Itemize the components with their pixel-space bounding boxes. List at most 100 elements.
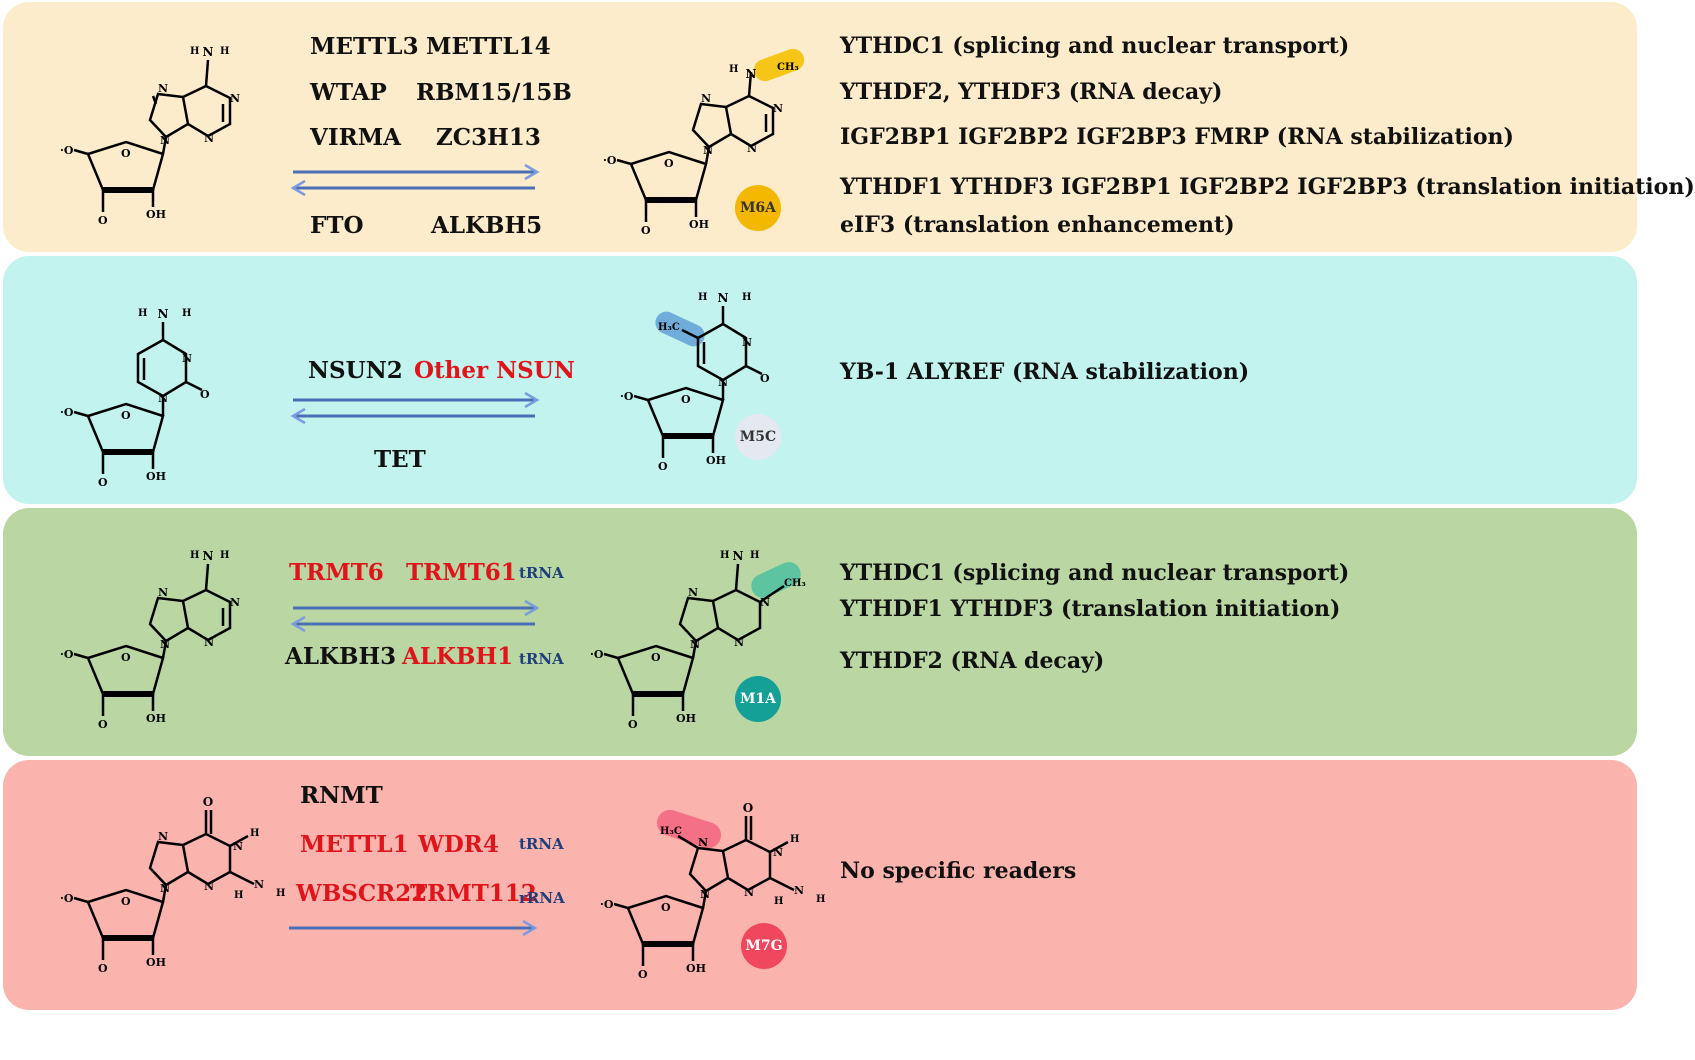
svg-text:O: O — [760, 372, 770, 385]
svg-text:N: N — [254, 878, 264, 891]
reader-text: YB-1 ALYREF (RNA stabilization) — [840, 359, 1250, 385]
eraser-label: ALKBH3 — [285, 643, 397, 670]
svg-text:N: N — [688, 586, 698, 599]
svg-text:·O: ·O — [620, 390, 634, 403]
rna-type-label: tRNA — [519, 835, 564, 853]
svg-text:N: N — [773, 846, 783, 859]
svg-text:O: O — [664, 157, 674, 170]
svg-text:·O: ·O — [60, 406, 74, 419]
writer-label: METTL1 — [300, 831, 409, 858]
writer-label: VIRMA — [310, 124, 402, 151]
m1a-structure: N H H N CH₃ N N N O ·O O OH — [590, 549, 806, 731]
panel-m5c: N H H N N O O ·O O OH NSUN2 Other NSUN T… — [3, 256, 1637, 504]
svg-text:H: H — [220, 46, 229, 57]
eraser-label: TET — [374, 446, 426, 473]
m5c-structure: N H H H₃C N N O O ·O O OH — [620, 291, 770, 473]
svg-text:OH: OH — [146, 956, 166, 969]
svg-text:OH: OH — [706, 454, 726, 467]
svg-text:H: H — [250, 828, 259, 839]
svg-text:O: O — [641, 224, 651, 237]
svg-text:N: N — [733, 549, 744, 563]
svg-text:N: N — [746, 67, 757, 81]
svg-text:O: O — [98, 962, 108, 975]
svg-text:H: H — [742, 292, 751, 303]
svg-text:H: H — [182, 308, 191, 319]
svg-text:OH: OH — [146, 712, 166, 725]
writer-label: WDR4 — [418, 831, 499, 858]
rna-type-label: tRNA — [519, 650, 564, 668]
svg-text:O: O — [658, 460, 668, 473]
svg-text:N: N — [204, 880, 214, 893]
adenosine-structure: N H H N N N N O ·O O OH — [60, 549, 240, 731]
panel-m7g: O N H N H H N N N O ·O O OH RNMT METTL1 … — [3, 760, 1637, 1010]
svg-text:·O: ·O — [600, 898, 614, 911]
svg-text:OH: OH — [689, 218, 709, 231]
svg-text:H: H — [698, 292, 707, 303]
svg-text:N: N — [701, 92, 711, 105]
svg-text:H₃C: H₃C — [658, 322, 680, 333]
svg-text:N: N — [182, 352, 192, 365]
svg-text:N: N — [794, 884, 804, 897]
svg-text:OH: OH — [146, 208, 166, 221]
reader-text: No specific readers — [840, 858, 1077, 884]
writer-label: NSUN2 — [308, 357, 403, 384]
svg-text:H: H — [790, 834, 799, 845]
svg-text:O: O — [121, 895, 131, 908]
rna-type-label: rRNA — [519, 889, 565, 907]
svg-text:O: O — [661, 901, 671, 914]
svg-text:N: N — [703, 144, 713, 157]
svg-text:O: O — [121, 409, 131, 422]
panel-m1a: N H H N N N N O ·O O OH TRMT6 TRMT61 tRN… — [3, 508, 1637, 756]
svg-text:H: H — [729, 64, 738, 75]
svg-text:H₃C: H₃C — [660, 826, 682, 837]
svg-text:O: O — [743, 801, 753, 815]
reader-text: YTHDF2 (RNA decay) — [840, 648, 1105, 674]
writer-label: TRMT61 — [406, 559, 517, 586]
reversible-arrows — [290, 391, 540, 425]
svg-text:O: O — [638, 968, 648, 981]
svg-text:O: O — [98, 718, 108, 731]
svg-text:N: N — [204, 636, 214, 649]
svg-text:N: N — [204, 132, 214, 145]
reader-text: YTHDF1 YTHDF3 IGF2BP1 IGF2BP2 IGF2BP3 (t… — [840, 174, 1695, 200]
svg-text:O: O — [651, 651, 661, 664]
svg-text:N: N — [160, 882, 170, 895]
svg-text:N: N — [160, 638, 170, 651]
svg-text:O: O — [98, 476, 108, 489]
svg-text:OH: OH — [676, 712, 696, 725]
svg-text:OH: OH — [686, 962, 706, 975]
svg-text:O: O — [628, 718, 638, 731]
svg-text:·O: ·O — [590, 648, 604, 661]
svg-text:N: N — [690, 638, 700, 651]
writer-label: METTL3 — [310, 33, 419, 60]
reader-text: YTHDC1 (splicing and nuclear transport) — [840, 33, 1350, 59]
m5c-badge: M5C — [735, 414, 781, 460]
svg-text:OH: OH — [146, 470, 166, 483]
writer-label: TRMT6 — [289, 559, 384, 586]
svg-text:N: N — [700, 888, 710, 901]
adenosine-structure: N H H N N N N O ·O O OH — [60, 45, 240, 227]
svg-text:O: O — [98, 214, 108, 227]
writer-label: METTL14 — [426, 33, 551, 60]
eraser-label: ALKBH1 — [402, 643, 514, 670]
writer-label: RBM15/15B — [416, 79, 572, 106]
svg-text:N: N — [760, 596, 770, 609]
svg-text:N: N — [734, 636, 744, 649]
svg-text:H: H — [750, 550, 759, 561]
m6a-structure: N H CH₃ N N N N O ·O O OH — [603, 48, 805, 237]
m7g-structure: O N H N H H N N H₃C N O ·O O OH — [600, 801, 825, 981]
eraser-label: FTO — [310, 212, 364, 239]
svg-text:H: H — [220, 550, 229, 561]
svg-text:H: H — [774, 896, 783, 907]
forward-arrow — [289, 919, 538, 937]
svg-text:H: H — [190, 46, 199, 57]
writer-label: ZC3H13 — [436, 124, 541, 151]
svg-text:N: N — [203, 549, 214, 563]
reversible-arrows — [290, 163, 540, 197]
svg-text:·O: ·O — [603, 154, 617, 167]
svg-text:H: H — [190, 550, 199, 561]
reader-text: YTHDF2, YTHDF3 (RNA decay) — [840, 79, 1223, 105]
svg-text:O: O — [203, 795, 213, 809]
reader-text: YTHDF1 YTHDF3 (translation initiation) — [840, 596, 1341, 622]
reader-text: YTHDC1 (splicing and nuclear transport) — [840, 560, 1350, 586]
